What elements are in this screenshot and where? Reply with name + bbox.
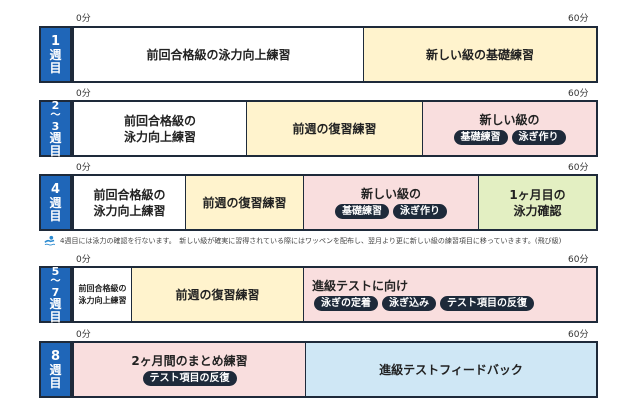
segment: 進級テストフィードバック [306, 343, 596, 396]
note-text: 4週目には泳力の確認を行ないます。 新しい級が確実に習得されている際にはワッペン… [60, 237, 562, 245]
pill-badge: 基礎練習 [453, 130, 508, 145]
segment-title: 新しい級の [479, 113, 540, 127]
week-tilde: 〜 [50, 275, 61, 287]
segment-line: 1ヶ月目の [509, 187, 566, 202]
week-5-7-timeline: 前回合格級の 泳力向上練習 前週の復習練習 進級テストに向け 泳ぎの定着 泳ぎ込… [72, 266, 598, 323]
pill-badge: 泳ぎ込み [382, 296, 436, 311]
segment: 前回合格級の 泳力向上練習 [74, 268, 132, 321]
segment-line: 泳力確認 [513, 203, 562, 218]
segment: 前週の復習練習 [186, 176, 304, 229]
week-char: 目 [49, 60, 62, 75]
segment-title: 新しい級の [360, 187, 421, 201]
week-4-label: 4 週 目 [39, 174, 72, 231]
segment-title: 進級テストに向け [312, 279, 409, 293]
week-number: 5 [51, 264, 60, 278]
week-4-row: 4 週 目 前回合格級の 泳力向上練習 前週の復習練習 新しい級の 基礎練習 泳… [39, 174, 598, 231]
week-1-row: 1 週 目 前回合格級の泳力向上練習 新しい級の基礎練習 [39, 26, 598, 83]
scale-start-label: 0分 [76, 14, 91, 24]
scale-end-label: 60分 [568, 89, 589, 99]
segment-line: 前回合格級の [93, 187, 166, 202]
week-char: 週 [49, 362, 62, 377]
week-5-7-label: 5 〜 7 週 目 [39, 266, 72, 323]
scale-start-label: 0分 [76, 89, 91, 99]
week-number: 3 [51, 119, 60, 133]
segment: 1ヶ月目の 泳力確認 [479, 176, 596, 229]
week-5-7-row: 5 〜 7 週 目 前回合格級の 泳力向上練習 前週の復習練習 進級テストに向け… [39, 266, 598, 323]
swimmer-icon [44, 235, 55, 246]
week-number: 8 [50, 348, 61, 364]
segment-text: 前週の復習練習 [292, 121, 377, 136]
week-2-3-label: 2 〜 3 週 目 [39, 100, 72, 157]
week-number: 1 [50, 33, 61, 49]
segment-line: 泳力向上練習 [78, 295, 127, 305]
week-number: 4 [50, 181, 61, 197]
segment: 新しい級の 基礎練習 泳ぎ作り [304, 176, 479, 229]
segment-line: 前回合格級の [78, 283, 127, 293]
week-8-timeline: 2ヶ月間のまとめ練習 テスト項目の反復 進級テストフィードバック [72, 341, 598, 398]
segment-text: 前週の復習練習 [175, 287, 260, 302]
week-2-3-timeline: 前回合格級の 泳力向上練習 前週の復習練習 新しい級の 基礎練習 泳ぎ作り [72, 100, 598, 157]
week-char: 週 [49, 296, 62, 311]
segment: 前回合格級の 泳力向上練習 [74, 176, 186, 229]
week-8-label: 8 週 目 [39, 341, 72, 398]
week-2-3-row: 2 〜 3 週 目 前回合格級の 泳力向上練習 前週の復習練習 新しい級の 基礎… [39, 100, 598, 157]
segment: 前週の復習練習 [247, 102, 423, 155]
week-char: 週 [49, 47, 62, 62]
segment: 前回合格級の泳力向上練習 [74, 28, 364, 81]
scale-end-label: 60分 [568, 330, 589, 340]
week-char: 目 [49, 375, 62, 390]
week-char: 目 [49, 208, 62, 223]
segment-line: 泳力向上練習 [123, 129, 196, 144]
segment-text: 前週の復習練習 [202, 195, 287, 210]
segment: 新しい級の基礎練習 [364, 28, 596, 81]
scale-start-label: 0分 [76, 330, 91, 340]
pill-badge: テスト項目の反復 [440, 296, 534, 311]
pill-badge: テスト項目の反復 [142, 371, 237, 386]
pill-badge: 泳ぎの定着 [314, 296, 378, 311]
segment-title: 2ヶ月間のまとめ練習 [131, 354, 248, 368]
segment-line: 泳力向上練習 [93, 203, 166, 218]
week-char: 週 [49, 195, 62, 210]
week-number: 7 [51, 285, 60, 299]
scale-end-label: 60分 [568, 255, 589, 265]
pill-badge: 泳ぎ作り [393, 204, 447, 219]
week-tilde: 〜 [50, 109, 61, 121]
segment-text: 新しい級の基礎練習 [425, 47, 534, 62]
segment: 2ヶ月間のまとめ練習 テスト項目の反復 [74, 343, 306, 396]
week-1-label: 1 週 目 [39, 26, 72, 83]
week-1-timeline: 前回合格級の泳力向上練習 新しい級の基礎練習 [72, 26, 598, 83]
segment-text: 前回合格級の泳力向上練習 [146, 47, 291, 62]
pill-badge: 泳ぎ作り [511, 130, 566, 145]
segment: 前回合格級の 泳力向上練習 [74, 102, 247, 155]
scale-start-label: 0分 [76, 163, 91, 173]
scale-end-label: 60分 [568, 163, 589, 173]
week-8-row: 8 週 目 2ヶ月間のまとめ練習 テスト項目の反復 進級テストフィードバック [39, 341, 598, 398]
segment: 進級テストに向け 泳ぎの定着 泳ぎ込み テスト項目の反復 [304, 268, 596, 321]
scale-end-label: 60分 [568, 14, 589, 24]
segment: 新しい級の 基礎練習 泳ぎ作り [423, 102, 596, 155]
scale-start-label: 0分 [76, 255, 91, 265]
segment-text: 進級テストフィードバック [379, 362, 523, 377]
week-char: 目 [49, 143, 62, 158]
week-4-timeline: 前回合格級の 泳力向上練習 前週の復習練習 新しい級の 基礎練習 泳ぎ作り 1ヶ… [72, 174, 598, 231]
week-char: 週 [49, 130, 62, 145]
week-number: 2 [51, 98, 60, 112]
week-char: 目 [49, 309, 62, 324]
segment: 前週の復習練習 [132, 268, 304, 321]
segment-line: 前回合格級の [123, 113, 196, 128]
pill-badge: 基礎練習 [335, 204, 389, 219]
